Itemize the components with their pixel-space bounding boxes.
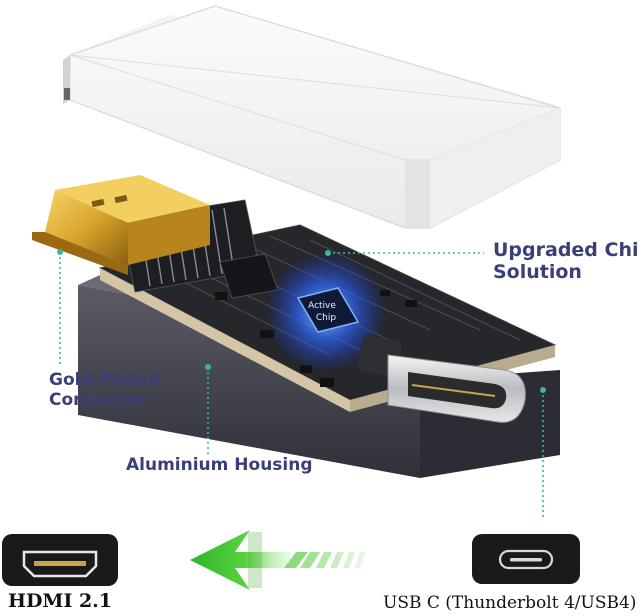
usb-c-plug <box>357 334 526 423</box>
callout-chip-line1: Upgraded Chip <box>493 239 640 261</box>
hdmi-plug <box>32 175 210 275</box>
chip-marking-2: Chip <box>316 313 336 323</box>
callout-gold-line2: Connector <box>49 389 148 410</box>
callout-upgraded-chip: Upgraded Chip Solution <box>493 239 640 284</box>
callout-gold-line1: Gold-Plated <box>49 370 162 390</box>
leader-lines <box>59 252 544 520</box>
callout-aluminium-housing: Aluminium Housing <box>126 455 313 475</box>
callout-gold-plated: Gold-Plated Connector <box>49 370 162 410</box>
housing-cover <box>63 5 561 229</box>
hdmi-caption: HDMI 2.1 <box>8 590 113 612</box>
usbc-caption: USB C (Thunderbolt 4/USB4) <box>383 593 637 613</box>
chip-marking: Active <box>308 301 336 311</box>
callout-chip-line2: Solution <box>493 260 582 283</box>
hdmi-port-icon <box>2 534 118 586</box>
usb-c-port-icon <box>472 534 580 584</box>
direction-arrow-icon <box>190 530 365 590</box>
